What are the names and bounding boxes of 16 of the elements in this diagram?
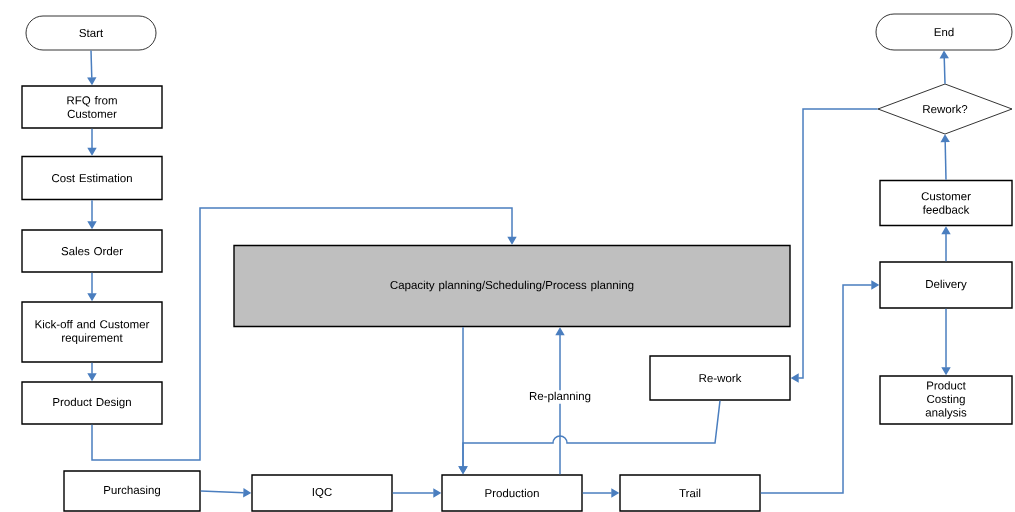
process-box: Sales Order [21, 229, 163, 273]
process-box: RFQ from Customer [21, 85, 163, 129]
process-box: Product Costing analysis [879, 375, 1013, 425]
process-box: IQC [251, 474, 393, 512]
process-box: Re-work [649, 355, 791, 401]
process-box: Capacity planning/Scheduling/Process planning [233, 244, 791, 328]
process-box: Production [441, 474, 583, 512]
process-box: Customer feedback [879, 179, 1013, 227]
process-box: Kick-off and Customer requirement [21, 301, 163, 363]
process-box: Cost Estimation [21, 155, 163, 201]
process-box: Delivery [879, 261, 1013, 309]
process-box: Trail [619, 474, 761, 512]
process-box: Product Design [21, 381, 163, 425]
edge-label: Re-planning [527, 390, 593, 404]
process-box: Purchasing [63, 470, 201, 512]
arrow [91, 207, 517, 461]
